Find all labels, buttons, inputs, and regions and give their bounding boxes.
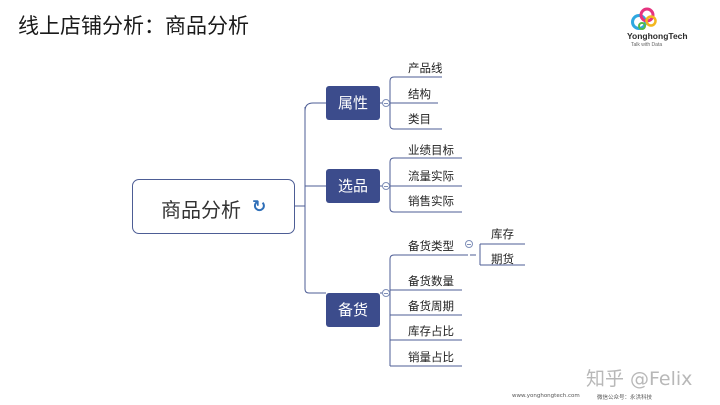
leaf-node[interactable]: 类目 <box>408 112 431 126</box>
watermark: 知乎 @Felix <box>586 368 693 390</box>
mindmap-center-node[interactable]: 商品分析 ↻ <box>132 179 295 234</box>
leaf-node[interactable]: 流量实际 <box>408 169 454 183</box>
branch-node-selection[interactable]: 选品 <box>326 169 380 203</box>
center-node-label: 商品分析 <box>161 198 241 222</box>
collapse-toggle-icon[interactable] <box>382 182 390 190</box>
company-logo: YonghongTech Talk with Data <box>627 7 713 48</box>
connector-center-to-branches <box>295 102 326 294</box>
branch-node-stocking[interactable]: 备货 <box>326 293 380 327</box>
page-title: 线上店铺分析：商品分析 <box>18 14 249 38</box>
footer-url: www.yonghongtech.com <box>512 393 580 399</box>
leaf-node[interactable]: 结构 <box>408 87 431 101</box>
collapse-toggle-icon[interactable] <box>382 289 390 297</box>
leaf-node[interactable]: 库存占比 <box>408 324 454 338</box>
leaf-node[interactable]: 备货周期 <box>408 299 454 313</box>
leaf-node[interactable]: 备货数量 <box>408 274 454 288</box>
connector-subleaf <box>470 243 525 266</box>
branch-node-attributes[interactable]: 属性 <box>326 86 380 120</box>
subleaf-node[interactable]: 库存 <box>491 227 514 241</box>
leaf-node[interactable]: 业绩目标 <box>408 143 454 157</box>
refresh-arrow-icon: ↻ <box>252 197 267 217</box>
leaf-node[interactable]: 销售实际 <box>408 194 454 208</box>
collapse-toggle-icon[interactable] <box>465 240 473 248</box>
logo-tagline: Talk with Data <box>631 42 663 48</box>
subleaf-node[interactable]: 期货 <box>491 252 514 266</box>
leaf-node[interactable]: 销量占比 <box>408 350 454 364</box>
logo-brand-text: YonghongTech <box>627 31 688 41</box>
leaf-node[interactable]: 备货类型 <box>408 239 454 253</box>
collapse-toggle-icon[interactable] <box>382 99 390 107</box>
leaf-node[interactable]: 产品线 <box>408 61 443 75</box>
logo-rings-icon <box>631 7 657 30</box>
footer-wechat: 微信公众号：永洪科技 <box>597 395 653 401</box>
